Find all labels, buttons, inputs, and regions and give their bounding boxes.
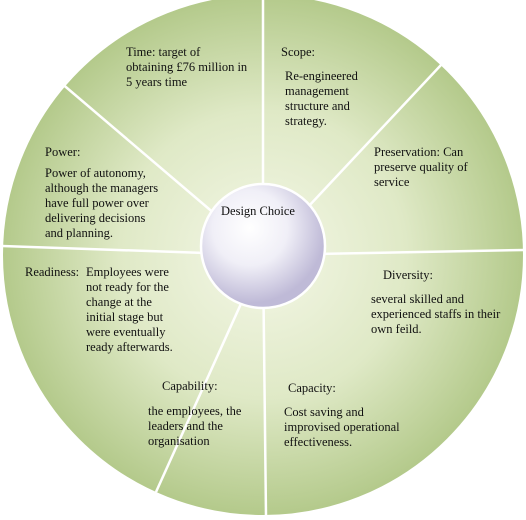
segment-preservation-line: Preservation: Can [374, 145, 464, 159]
segment-capacity-line: effectiveness. [284, 435, 353, 449]
segment-diversity: several skilled and experienced staffs i… [371, 292, 500, 337]
segment-scope-line: structure and [285, 99, 350, 113]
center-label: Design Choice [221, 204, 295, 218]
segment-time-line: 5 years time [126, 75, 188, 89]
segment-capability-title: Capability: [162, 379, 218, 393]
segment-power-line: Power of autonomy, [45, 166, 146, 180]
segment-diversity-line: several skilled and [371, 292, 465, 306]
segment-diversity-title: Diversity: [383, 268, 433, 282]
segment-scope: Re-engineered management structure and s… [285, 69, 358, 129]
segment-capability-line: leaders and the [148, 419, 223, 433]
segment-preservation-line: service [374, 175, 410, 189]
segment-readiness-line: ready afterwards. [86, 340, 173, 354]
segment-capacity: Cost saving and improvised operational e… [284, 405, 400, 450]
segment-time-line: obtaining £76 million in [126, 60, 248, 74]
segment-preservation: Preservation: Can preserve quality of se… [374, 145, 468, 190]
segment-preservation-line: preserve quality of [374, 160, 468, 174]
segment-power: Power of autonomy, although the managers… [45, 166, 158, 241]
segment-readiness: Employees were not ready for the change … [86, 265, 173, 355]
segment-time: Time: target of obtaining £76 million in… [126, 45, 247, 90]
segment-power-line: and planning. [45, 226, 114, 240]
segment-readiness-line: initial stage but [86, 310, 164, 324]
center-hub [199, 182, 327, 310]
segment-capability-line: organisation [148, 434, 210, 448]
segment-capability: the employees, the leaders and the organ… [148, 404, 241, 449]
segment-scope-line: management [285, 84, 349, 98]
segment-readiness-line: not ready for the [86, 280, 169, 294]
segment-capacity-line: improvised operational [284, 420, 400, 434]
segment-scope-line: Re-engineered [285, 69, 358, 83]
segment-scope-title: Scope: [281, 45, 316, 59]
segment-diversity-line: experienced staffs in their [371, 307, 501, 321]
segment-readiness-title: Readiness: [25, 265, 80, 279]
segment-readiness-line: were eventually [86, 325, 166, 339]
segment-power-title: Power: [45, 145, 81, 159]
segment-readiness-line: Employees were [86, 265, 169, 279]
segment-time-line: Time: target of [126, 45, 201, 59]
segment-readiness-line: change at the [86, 295, 152, 309]
segment-scope-line: strategy. [285, 114, 327, 128]
segment-capacity-line: Cost saving and [284, 405, 364, 419]
segment-power-line: although the managers [45, 181, 159, 195]
segment-power-line: have full power over [45, 196, 149, 210]
segment-diversity-line: own feild. [371, 322, 422, 336]
segment-capability-line: the employees, the [148, 404, 242, 418]
segment-power-line: delivering decisions [45, 211, 146, 225]
segment-capacity-title: Capacity: [288, 381, 336, 395]
